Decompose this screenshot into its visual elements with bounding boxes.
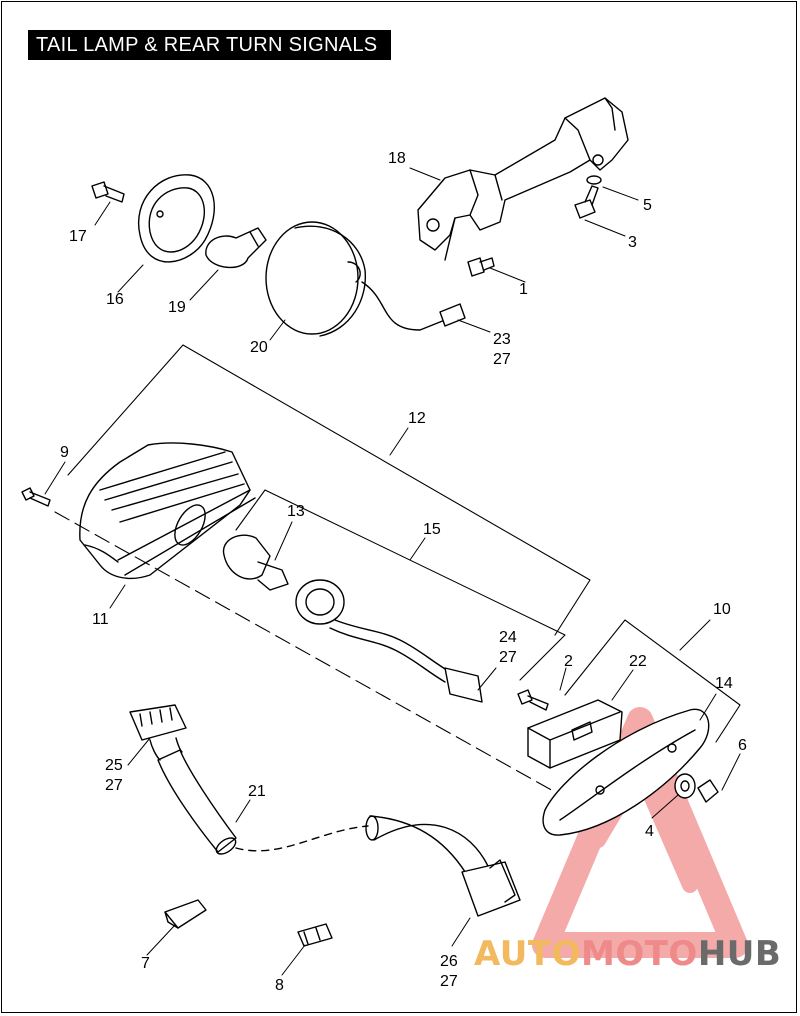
callout-12: 12 (408, 410, 426, 427)
leader-lines (44, 167, 741, 976)
callout-18: 18 (388, 150, 406, 167)
callout-11: 11 (92, 611, 109, 628)
callout-8: 8 (275, 977, 284, 994)
callout-1: 1 (519, 281, 528, 298)
callout-26-27: 27 (440, 973, 458, 990)
callout-25: 25 (105, 757, 123, 774)
connector-part-25 (129, 704, 187, 741)
circuit-board-part-22 (527, 699, 623, 769)
callout-24: 24 (499, 629, 517, 646)
callout-25-27: 27 (105, 777, 123, 794)
callout-23-27: 27 (493, 351, 511, 368)
callout-23: 23 (493, 331, 511, 348)
callout-10: 10 (713, 601, 731, 618)
callout-3: 3 (628, 234, 637, 251)
mounting-bracket-part-18 (417, 97, 629, 261)
callout-7: 7 (141, 955, 150, 972)
callout-2: 2 (564, 653, 573, 670)
callout-5: 5 (643, 197, 652, 214)
bulb-part-13 (222, 534, 289, 591)
screw-part-9 (21, 487, 51, 507)
clip-part-7 (164, 899, 207, 929)
watermark-part-auto: AUTO (474, 934, 581, 974)
callout-19: 19 (168, 299, 186, 316)
nut-part-6 (697, 779, 719, 803)
bulb-part-19 (205, 227, 267, 269)
callout-14: 14 (715, 675, 733, 692)
callout-labels: 1 2 3 4 5 6 7 8 9 10 11 12 13 14 15 16 1… (60, 150, 747, 994)
clip-part-8 (297, 923, 333, 947)
diagram-title: TAIL LAMP & REAR TURN SIGNALS (28, 30, 392, 60)
washer-part-5 (586, 175, 602, 185)
callout-6: 6 (738, 737, 747, 754)
watermark-text: AUTOMOTOHUB (474, 934, 781, 974)
screw-part-1 (467, 257, 495, 277)
turn-signal-lens-part-20 (265, 221, 466, 337)
harness-conduit-part-21 (149, 737, 521, 917)
screw-part-2 (517, 689, 549, 711)
assembly-brackets (67, 344, 741, 743)
callout-22: 22 (629, 653, 647, 670)
screw-part-17 (91, 181, 125, 203)
lens-part-14 (542, 708, 710, 836)
callout-9: 9 (60, 444, 69, 461)
tail-lamp-housing-part-11 (79, 442, 256, 580)
callout-13: 13 (287, 503, 305, 520)
callout-21: 21 (248, 783, 266, 800)
callout-16: 16 (106, 291, 124, 308)
callout-20: 20 (250, 339, 268, 356)
callout-17: 17 (69, 228, 87, 245)
washer-part-4 (674, 773, 696, 799)
socket-harness-part-15 (295, 579, 483, 703)
callout-4: 4 (645, 823, 654, 840)
bolt-part-3 (574, 185, 599, 219)
watermark-part-moto: MOTO (580, 934, 698, 974)
callout-26: 26 (440, 953, 458, 970)
callout-15: 15 (423, 521, 441, 538)
alignment-line (54, 511, 556, 793)
watermark-part-hub: HUB (697, 934, 782, 974)
trim-ring-part-16 (137, 174, 215, 263)
callout-24-27: 27 (499, 649, 517, 666)
